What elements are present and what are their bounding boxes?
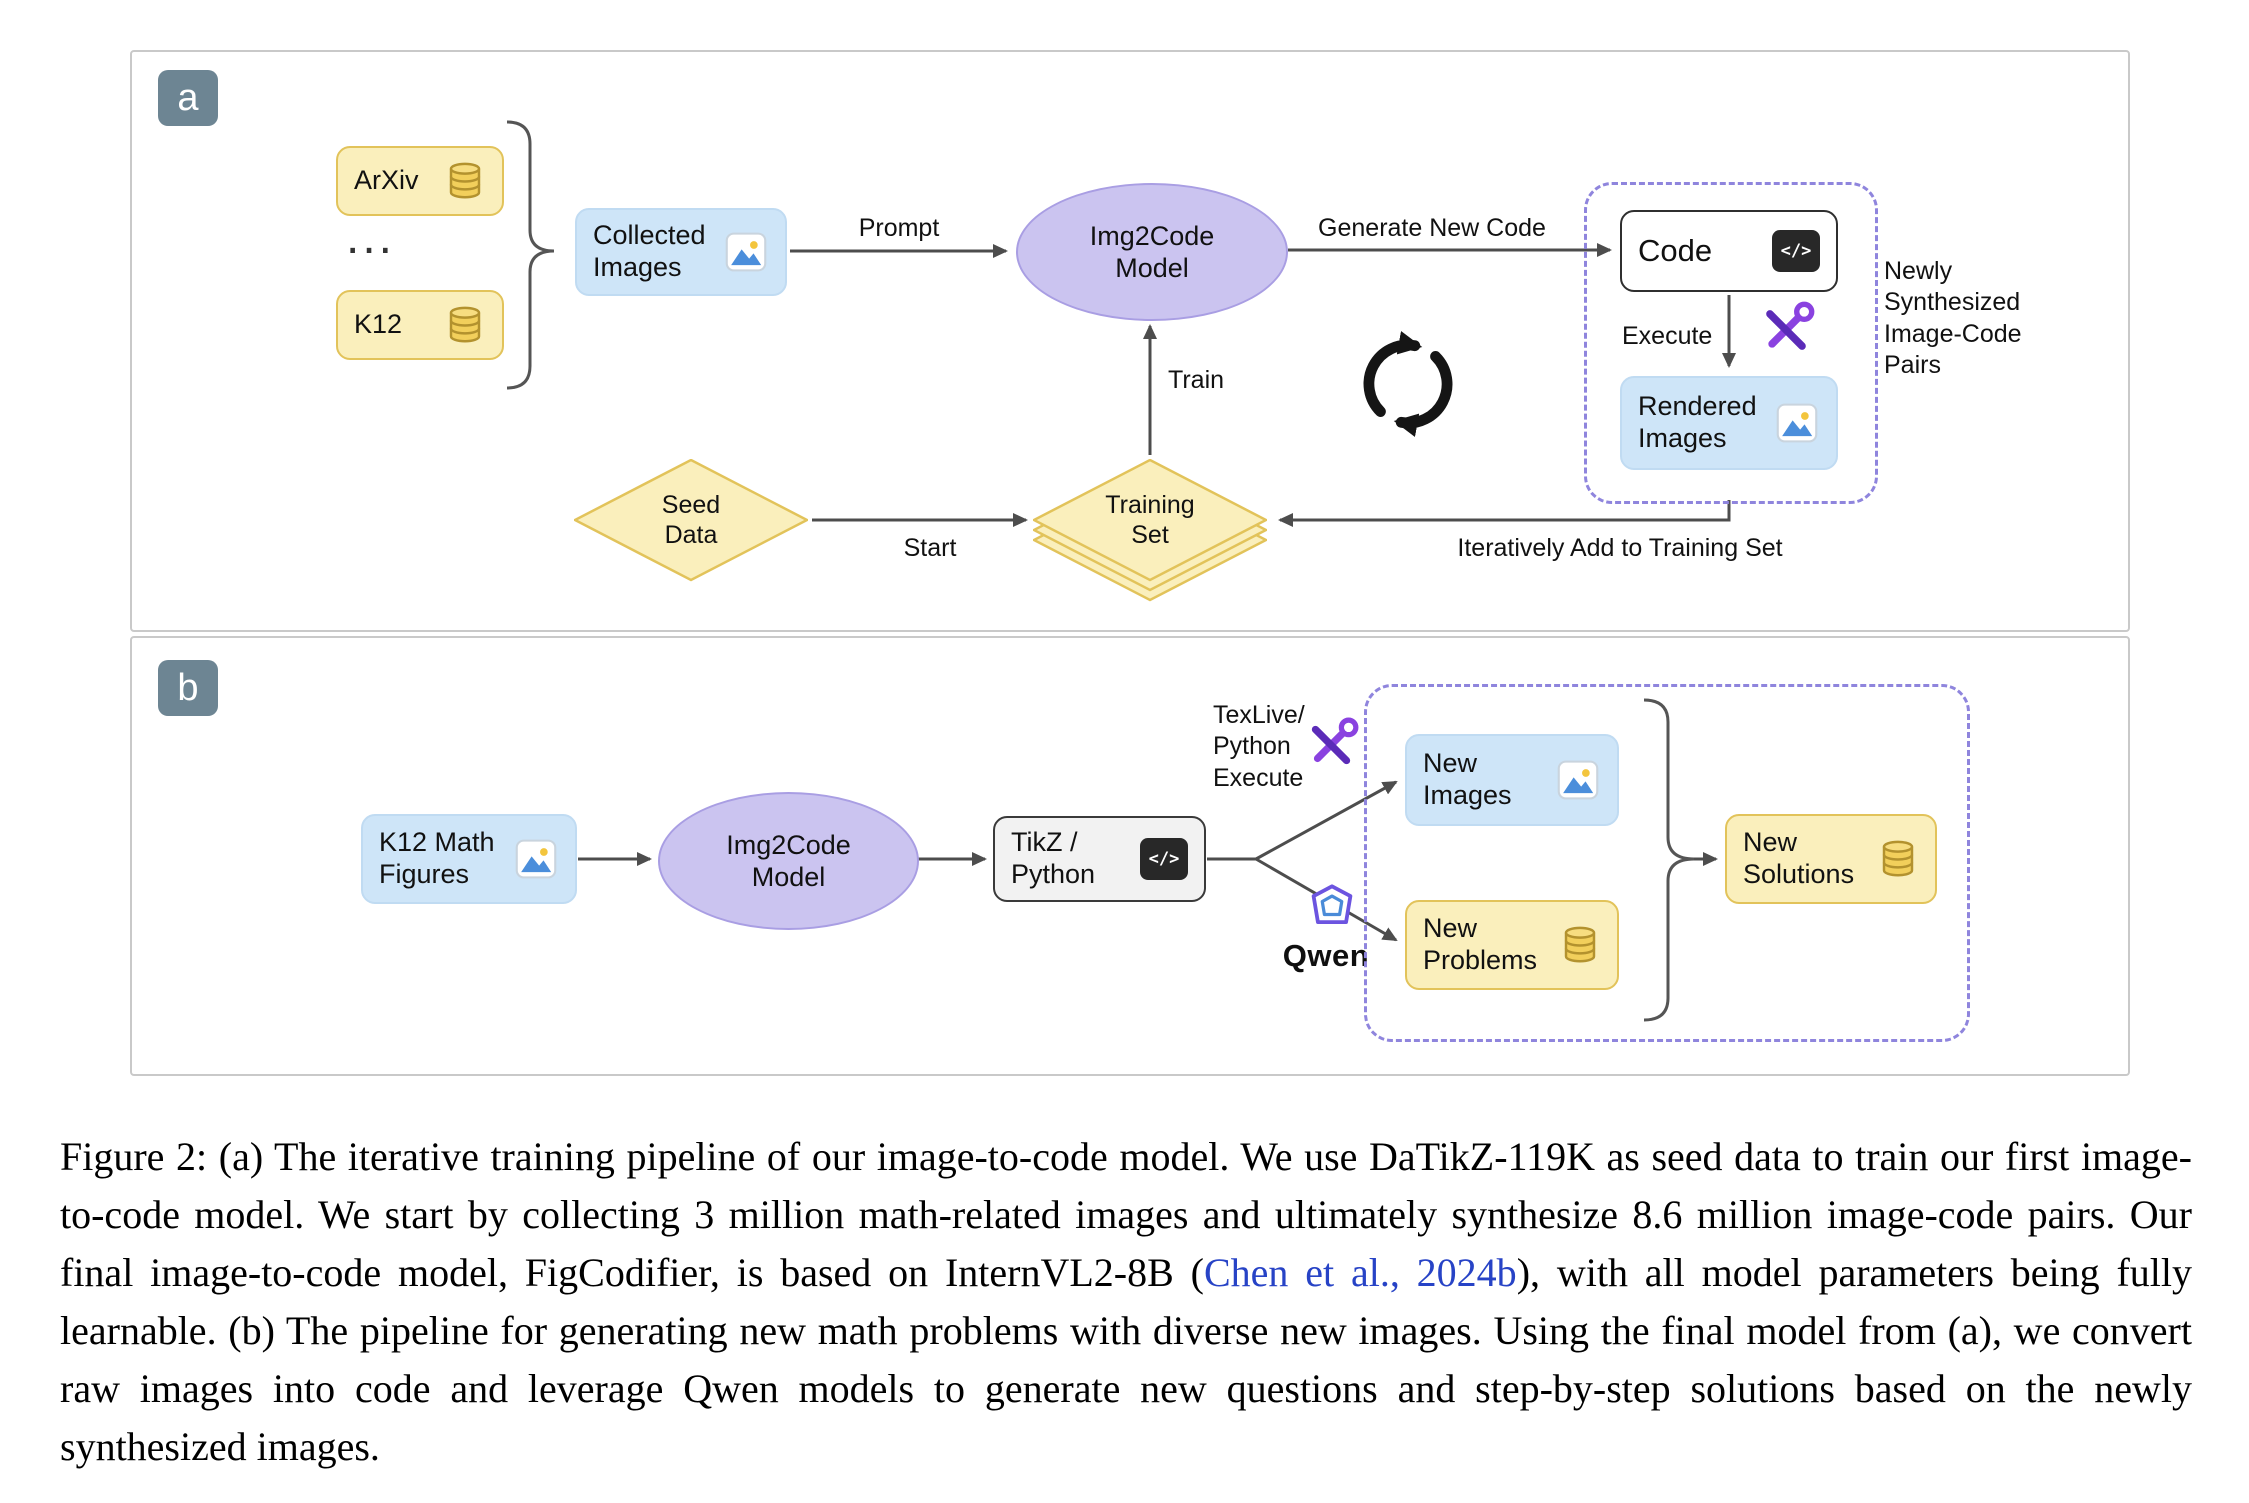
caption-text-post: ), with all model parameters being fully… — [60, 1250, 2192, 1469]
database-icon — [449, 306, 481, 343]
img2code-model-ellipse-a: Img2Code Model — [1016, 183, 1288, 321]
collected-images-box: Collected Images — [575, 208, 787, 296]
citation-link-chen-2024b[interactable]: Chen et al., 2024b — [1203, 1250, 1517, 1295]
k12-math-figures-label: K12 Math Figures — [379, 827, 495, 889]
database-icon — [1882, 840, 1914, 877]
image-icon — [515, 839, 557, 879]
image-icon — [1557, 760, 1599, 800]
execute-label: Execute — [1622, 322, 1713, 350]
prompt-arrow-label: Prompt — [858, 214, 940, 242]
new-images-box: New Images — [1405, 734, 1619, 826]
panel-b-badge-label: b — [177, 666, 199, 709]
newly-synthesized-pairs-note: Newly Synthesized Image-Code Pairs — [1884, 257, 2022, 379]
collected-images-label: Collected Images — [593, 220, 706, 282]
training-set-label-wrap: Training Set — [1033, 459, 1267, 581]
new-images-label: New Images — [1423, 748, 1512, 810]
iteratively-add-label: Iteratively Add to Training Set — [1457, 534, 1783, 562]
training-set-label: Training Set — [1105, 491, 1195, 549]
tikz-python-box: TikZ / Python </> — [993, 816, 1206, 902]
start-arrow-label: Start — [903, 534, 957, 562]
new-solutions-label: New Solutions — [1743, 827, 1855, 889]
database-icon — [1564, 926, 1596, 963]
panel-b-badge: b — [158, 660, 218, 716]
generate-new-code-label: Generate New Code — [1318, 214, 1546, 242]
new-problems-box: New Problems — [1405, 900, 1619, 990]
seed-data-diamond — [574, 459, 808, 582]
training-set-stack — [1033, 459, 1267, 602]
train-arrow-label: Train — [1168, 366, 1225, 394]
arxiv-label: ArXiv — [354, 165, 419, 196]
img2code-model-ellipse-b: Img2Code Model — [658, 792, 919, 930]
seed-data-label-wrap: Seed Data — [574, 459, 808, 581]
k12-math-figures-box: K12 Math Figures — [361, 814, 577, 904]
img2code-model-label: Img2Code Model — [726, 829, 851, 892]
image-icon — [725, 232, 767, 272]
wrench-icon — [1311, 717, 1359, 765]
figure-caption: Figure 2: (a) The iterative training pip… — [60, 1128, 2192, 1476]
new-outputs-dashed-box — [1364, 684, 1970, 1042]
cycle-icon — [1363, 331, 1453, 437]
k12-source-box: K12 — [336, 290, 504, 360]
code-label: Code — [1638, 232, 1713, 268]
code-icon: </> — [1140, 838, 1188, 880]
code-box: Code </> — [1620, 210, 1838, 292]
sources-ellipsis: ... — [346, 211, 396, 264]
panel-a-badge-label: a — [177, 76, 199, 119]
image-icon — [1776, 403, 1818, 443]
rendered-images-label: Rendered Images — [1638, 391, 1757, 453]
texlive-python-execute-note: TexLive/ Python Execute — [1213, 701, 1305, 792]
img2code-model-label: Img2Code Model — [1089, 220, 1215, 283]
seed-data-label: Seed Data — [661, 491, 721, 549]
code-icon: </> — [1772, 230, 1820, 272]
rendered-images-box: Rendered Images — [1620, 376, 1838, 470]
new-problems-label: New Problems — [1423, 913, 1538, 975]
synthesized-pairs-dashed-box — [1584, 182, 1878, 504]
caption-text-pre: Figure 2: (a) The iterative training pip… — [60, 1134, 2192, 1295]
database-icon — [449, 162, 481, 199]
qwen-wordmark: Qwen — [1282, 938, 1370, 973]
arxiv-source-box: ArXiv — [336, 146, 504, 216]
new-solutions-box: New Solutions — [1725, 814, 1937, 904]
panel-a-badge: a — [158, 70, 218, 126]
tikz-python-label: TikZ / Python — [1011, 827, 1096, 889]
qwen-logo — [1311, 884, 1353, 924]
wrench-icon — [1766, 301, 1815, 350]
k12-label: K12 — [354, 309, 403, 340]
